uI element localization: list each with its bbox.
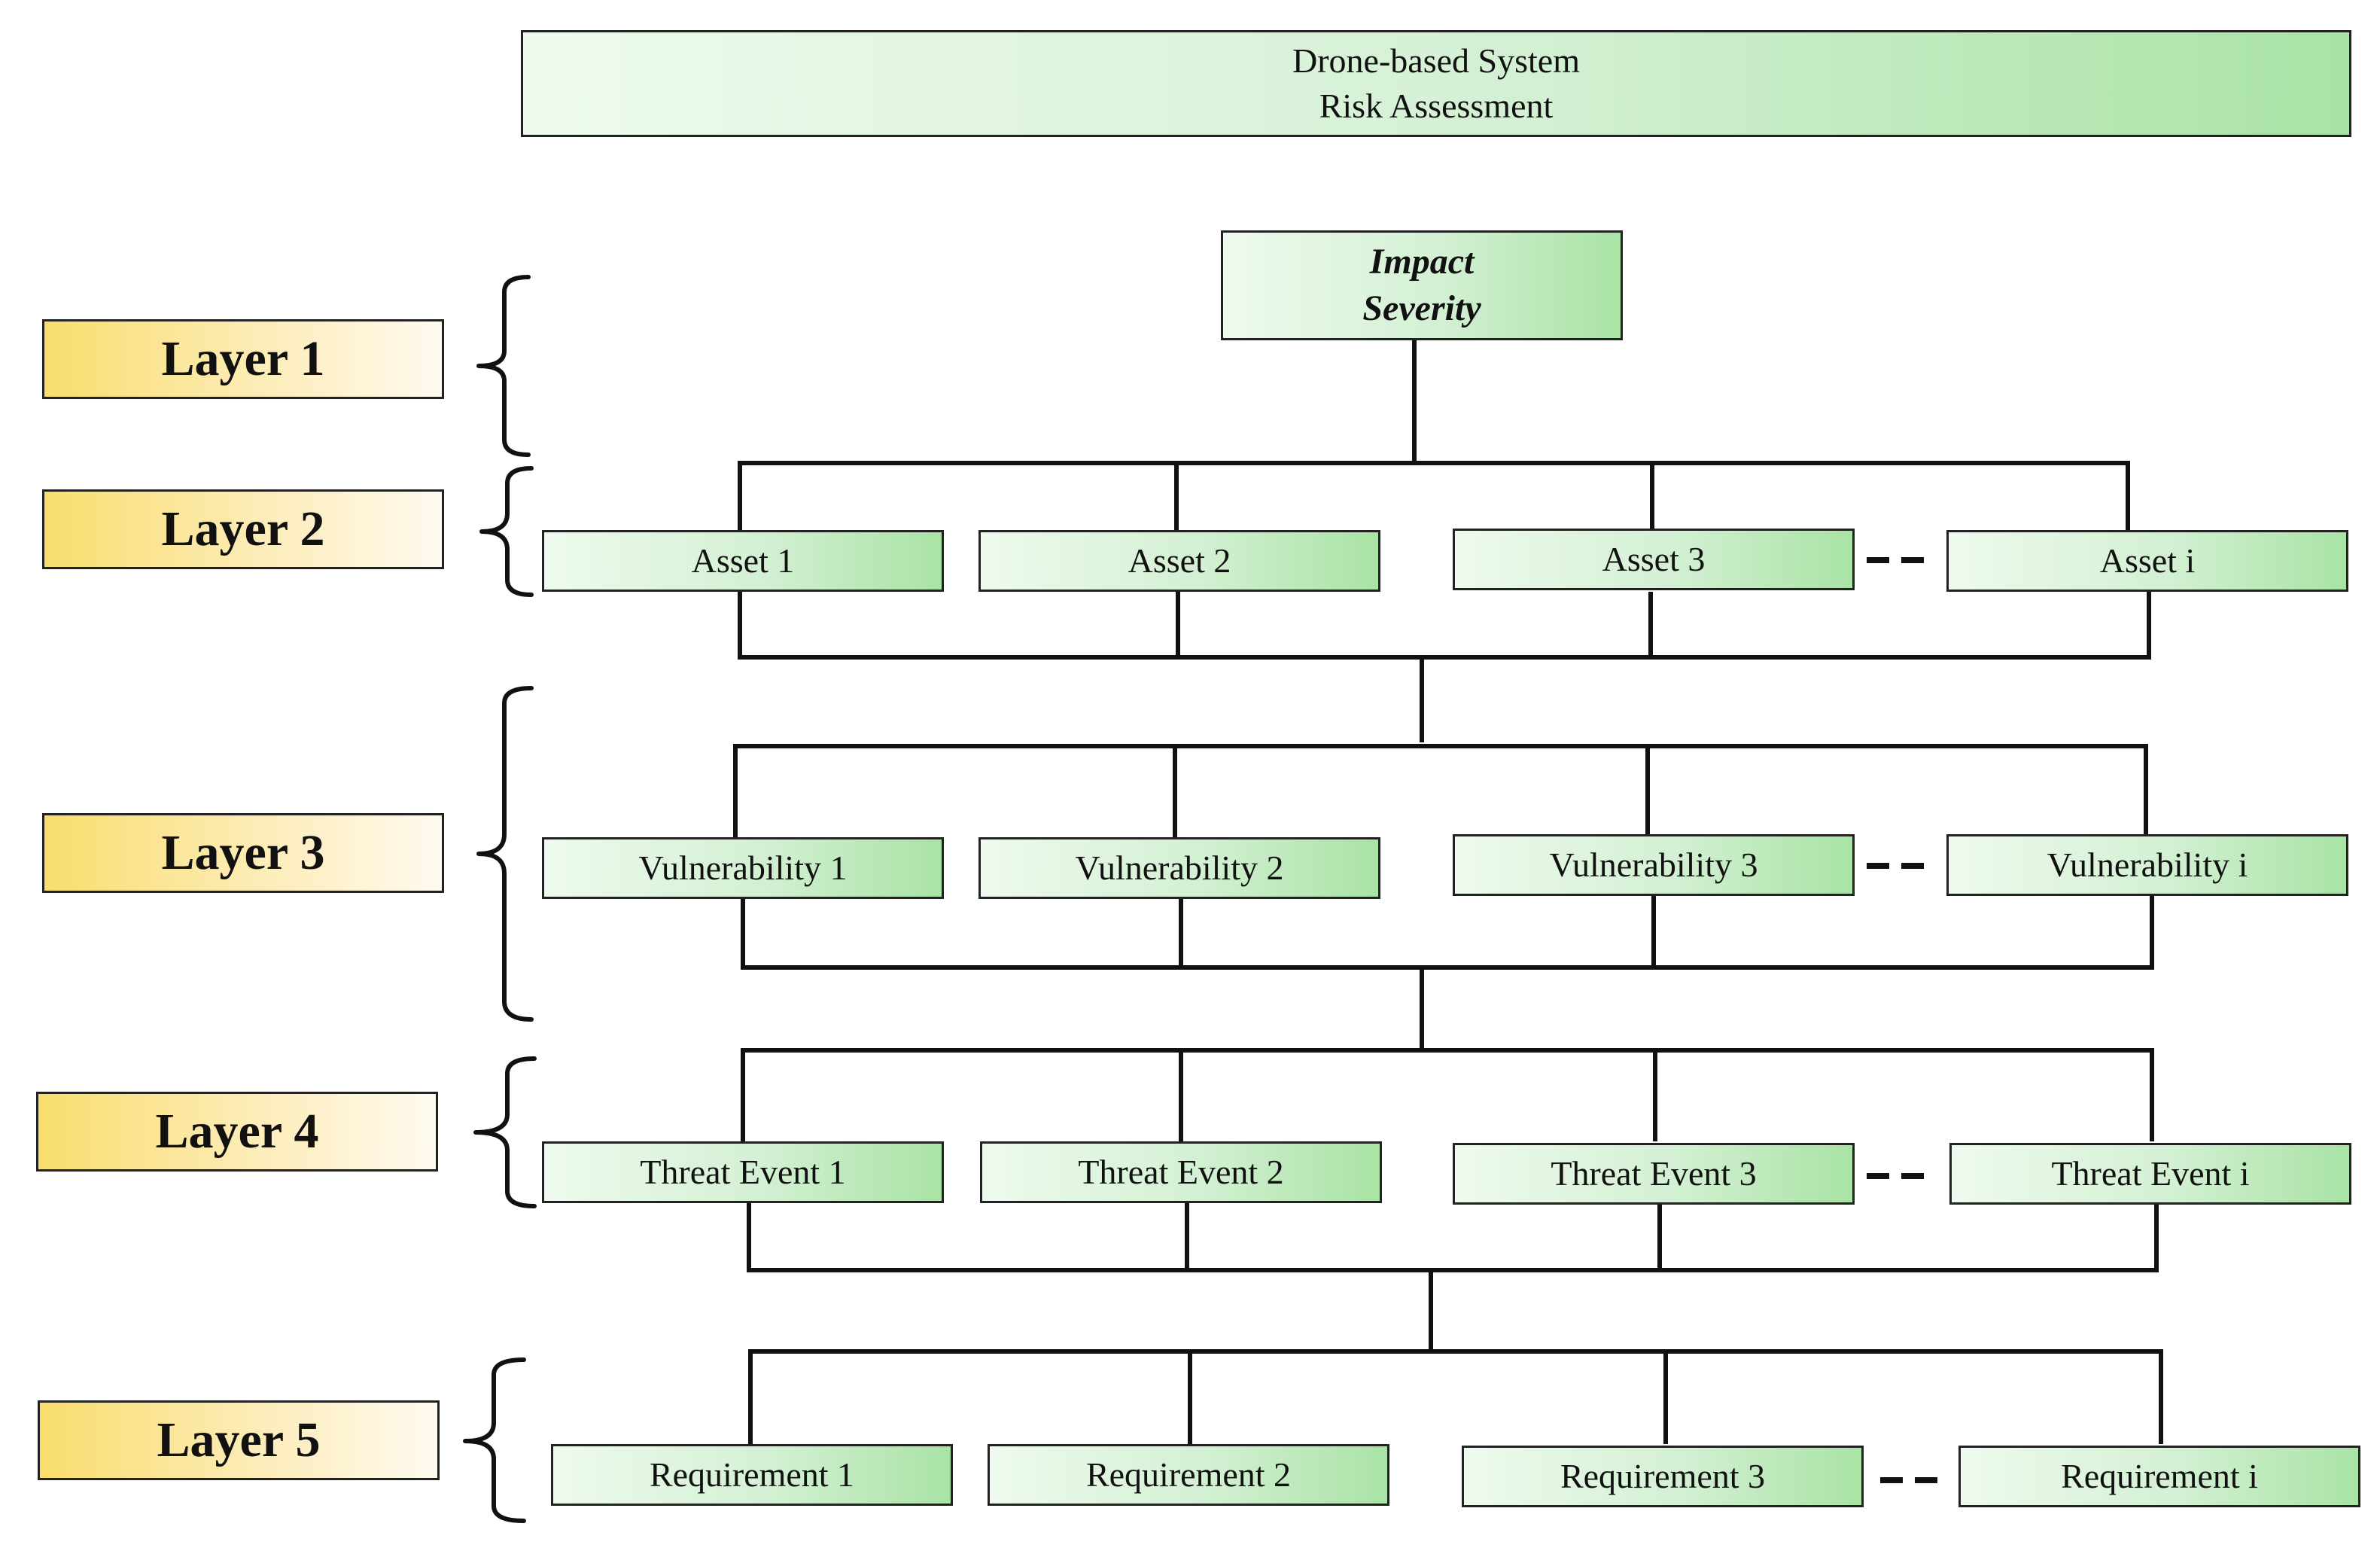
layer-2-label: Layer 2 [42,489,444,569]
brace-5 [463,1357,526,1523]
connector [2126,461,2130,532]
connector [747,1203,751,1271]
threat-event-box: Threat Event 1 [542,1141,944,1203]
diagram-title: Drone-based System Risk Assessment [521,30,2351,137]
connector [741,899,745,967]
asset-box: Asset 2 [978,530,1380,592]
asset-box: Asset i [1946,530,2348,592]
connector [2150,1048,2154,1141]
connector [1648,592,1653,658]
requirement-box: Requirement 3 [1462,1446,1864,1507]
ellipsis-dash [1880,1477,1939,1483]
asset-box: Asset 1 [542,530,944,592]
connector [747,1268,2159,1272]
connector [2159,1349,2163,1444]
vulnerability-box: Vulnerability 1 [542,837,944,899]
connector [1412,340,1417,464]
layer-3-label: Layer 3 [42,813,444,893]
vulnerability-box: Vulnerability 2 [978,837,1380,899]
ellipsis-dash [1867,1173,1925,1179]
brace-2 [479,466,534,597]
connector [1179,1048,1183,1141]
connector [738,655,2151,660]
connector [1185,1203,1189,1271]
connector [738,461,742,532]
connector [733,744,2148,748]
layer-1-label: Layer 1 [42,319,444,399]
connector [1420,970,1424,1051]
connector [733,744,738,839]
requirement-box: Requirement 1 [551,1444,953,1506]
impact-line-1: Impact [1369,241,1475,282]
vulnerability-box: Vulnerability 3 [1453,834,1855,896]
connector [2150,896,2154,967]
connector [738,592,742,658]
connector [748,1349,2163,1354]
title-line-1: Drone-based System [1292,41,1580,81]
requirement-box: Requirement i [1958,1446,2360,1507]
layer-5-label: Layer 5 [38,1400,440,1480]
connector [741,965,2154,970]
threat-event-box: Threat Event i [1949,1143,2351,1205]
threat-event-box: Threat Event 2 [980,1141,1382,1203]
connector [748,1349,753,1444]
connector [738,461,2130,465]
connector [741,1048,2153,1053]
connector [1176,592,1180,658]
threat-event-box: Threat Event 3 [1453,1143,1855,1205]
connector [1657,1205,1662,1271]
requirement-box: Requirement 2 [988,1444,1389,1506]
brace-4 [473,1056,537,1208]
connector [1179,899,1183,967]
connector [2144,744,2148,836]
brace-1 [476,275,531,457]
impact-severity-box: Impact Severity [1221,230,1623,340]
title-line-2: Risk Assessment [1319,87,1554,125]
connector [1645,744,1650,836]
ellipsis-dash [1867,863,1925,869]
vulnerability-box: Vulnerability i [1946,834,2348,896]
connector [1173,744,1177,839]
brace-3 [476,686,534,1022]
connector [1188,1349,1192,1444]
ellipsis-dash [1867,557,1925,563]
connector [1653,1048,1657,1141]
connector [1420,660,1424,742]
connector [1651,896,1656,967]
connector [1174,461,1179,532]
connector [741,1048,745,1141]
impact-line-2: Severity [1362,288,1481,328]
asset-box: Asset 3 [1453,529,1855,590]
connector [2147,592,2151,658]
layer-4-label: Layer 4 [36,1092,438,1172]
connector [1663,1349,1668,1444]
connector [1429,1272,1433,1352]
connector [2154,1205,2159,1271]
connector [1650,461,1654,532]
